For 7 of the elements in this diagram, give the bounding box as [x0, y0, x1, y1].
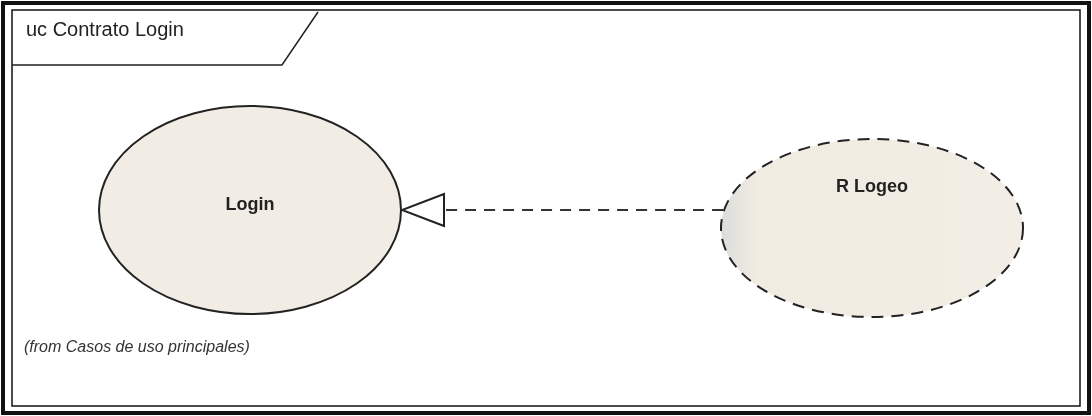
use-case-name: R Logeo	[835, 176, 909, 197]
use-case-ellipse	[720, 138, 1024, 318]
use-case-ellipse	[98, 105, 402, 315]
use-case-name: Login	[224, 194, 276, 215]
origin-note: (from Casos de uso principales)	[24, 338, 250, 356]
realization-arrow	[401, 193, 725, 227]
frame-title: uc Contrato Login	[26, 18, 184, 41]
